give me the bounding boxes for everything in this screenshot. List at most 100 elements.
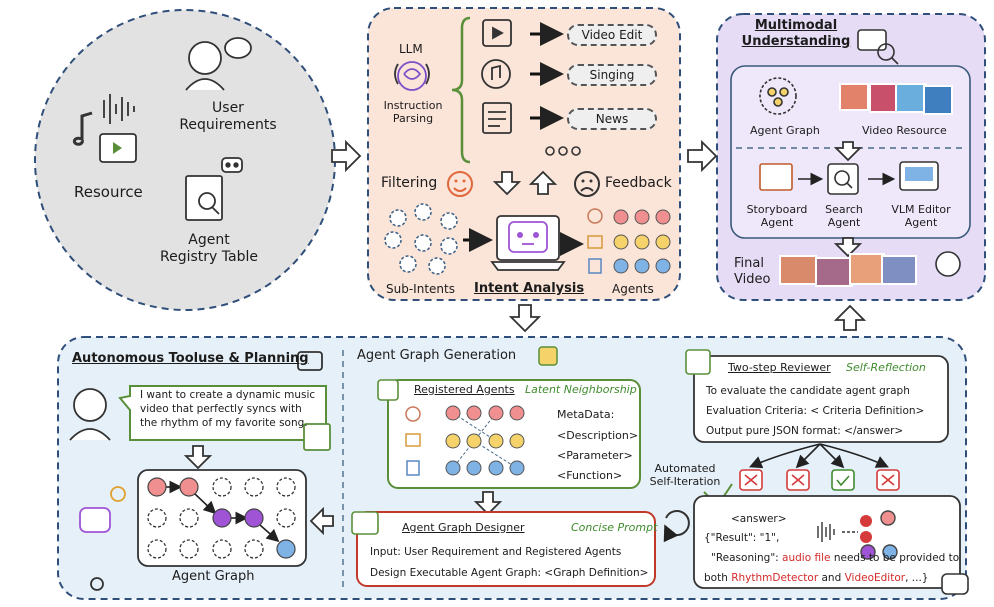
intent-pill-0: Video Edit [567, 24, 657, 46]
self-reflection-label: Self-Reflection [846, 361, 926, 374]
bottom-robot-icon [941, 573, 969, 595]
metadata-0: MetaData: [557, 408, 615, 421]
final-video-thumbs [779, 253, 917, 287]
robot-laptop-icon [490, 215, 566, 271]
arrow-mm-down1 [833, 141, 863, 162]
final-video-label: Final Video [734, 256, 771, 287]
designer-line-0: Input: User Requirement and Registered A… [370, 546, 622, 558]
reasoning-red-1: audio file [782, 552, 831, 564]
arrow-bottom-left [309, 506, 334, 536]
generation-logo-icon [538, 346, 558, 366]
reasoning-key: "Reasoning": [711, 552, 779, 564]
registered-graph [445, 405, 525, 476]
metadata-2: <Parameter> [557, 449, 633, 462]
video-icon [482, 19, 512, 47]
face-icon [935, 251, 961, 277]
search-agent-label: Search Agent [825, 203, 863, 229]
generation-title: Agent Graph Generation [357, 348, 517, 363]
video-resource-thumbs [839, 83, 953, 115]
reasoning-red-3: VideoEditor [844, 572, 906, 584]
filtering-label: Filtering [381, 175, 438, 191]
reviewer-line-2: Output pure JSON format: </answer> [706, 425, 904, 437]
storyboard-icon [759, 163, 793, 191]
ellipsis-icon [545, 146, 581, 156]
arrow-speech-down [183, 445, 213, 470]
registered-agents-label: Registered Agents [414, 383, 515, 396]
robot-bulb-icon [79, 507, 111, 533]
reviewer-icon [685, 349, 711, 375]
answer-illustration [817, 510, 898, 560]
arrow-intent-down [508, 304, 542, 333]
designer-box [356, 511, 656, 587]
latent-neighborship-label: Latent Neighborship [525, 383, 637, 396]
speech-bubble [118, 385, 327, 441]
review-checks [739, 469, 900, 491]
smile-icon [447, 171, 473, 197]
llm-brain-icon [397, 61, 427, 91]
metadata-1: <Description> [557, 429, 639, 442]
user-requirements-label: User Requirements [179, 100, 277, 133]
mm-video-resource-label: Video Resource [862, 124, 947, 137]
reasoning-line-1: "Reasoning": audio file needs to be prov… [711, 552, 959, 564]
sub-intents-label: Sub-Intents [386, 282, 455, 296]
arrow-filter-down [492, 171, 522, 196]
intent-pill-1: Singing [567, 64, 657, 86]
concise-prompt-label: Concise Prompt [571, 521, 658, 534]
music-note-icon [72, 111, 93, 146]
reg-icon [377, 379, 399, 401]
storyboard-agent-label: Storyboard Agent [746, 203, 808, 229]
reviewer-title: Two-step Reviewer [728, 361, 831, 374]
automated-label: Automated Self-Iteration [649, 462, 721, 488]
reviewer-line-0: To evaluate the candidate agent graph [706, 385, 910, 397]
tooluse-title: Autonomous Tooluse & Planning [72, 351, 309, 366]
arrow-reg-down [473, 491, 503, 516]
multimodal-title: Multimodal Understanding [741, 18, 851, 49]
reg-agent-type-icons [405, 406, 421, 476]
reasoning-line-2: both RhythmDetector and VideoEditor, ...… [704, 572, 928, 584]
instruction-parsing-label: Instruction Parsing [383, 99, 443, 125]
designer-line-1: Design Executable Agent Graph: <Graph De… [370, 567, 649, 579]
waveform-icon [103, 94, 135, 124]
arrow-resource-intent [331, 139, 362, 173]
mm-agent-graph-label: Agent Graph [750, 124, 820, 137]
designer-icon [351, 511, 379, 535]
agents-label: Agents [612, 282, 654, 296]
speech-text: I want to create a dynamic music video t… [140, 389, 316, 429]
agent-type-icons [587, 208, 603, 274]
llm-label: LLM [399, 42, 423, 56]
iteration-cycle-icon [663, 510, 690, 543]
reviewer-line-1: Evaluation Criteria: < Criteria Definiti… [706, 405, 925, 417]
reasoning-red-2: RhythmDetector [731, 572, 819, 584]
result-line: {"Result": "1", [704, 532, 780, 544]
tooluse-logo-icon [297, 351, 323, 371]
music-icon [481, 59, 511, 89]
user-icon [188, 41, 222, 75]
resource-label: Resource [74, 183, 143, 201]
reasoning-and: and [821, 572, 842, 584]
frown-icon [574, 171, 600, 197]
arrow-bottom-up [833, 304, 867, 331]
intent-brace [451, 16, 471, 164]
tooluse-agent-graph-label: Agent Graph [172, 569, 255, 584]
news-icon [482, 102, 512, 134]
designer-title: Agent Graph Designer [402, 521, 525, 534]
vlm-editor-agent-label: VLM Editor Agent [891, 203, 951, 229]
agent-registry-label: Agent Registry Table [160, 232, 258, 265]
agent-graph-thumb-icon [759, 77, 797, 115]
mm-title-video-icon [857, 29, 887, 51]
registry-doc-icon [185, 175, 223, 221]
answer-tag: <answer> [731, 513, 787, 525]
arrow-feedback-up [528, 170, 558, 195]
reasoning-both: both [704, 572, 728, 584]
arrow-intent-multimodal [687, 139, 718, 173]
reasoning-mid: needs to be provided to [833, 552, 960, 564]
search-agent-icon [827, 163, 859, 195]
intent-pill-2: News [567, 108, 657, 130]
reviewer-box [693, 355, 949, 443]
sub-intent-nodes [384, 203, 458, 275]
music-file-icon [303, 423, 331, 451]
reasoning-end: , ...} [905, 572, 929, 584]
person-icon [73, 388, 107, 422]
robot-head-icon [221, 157, 243, 173]
